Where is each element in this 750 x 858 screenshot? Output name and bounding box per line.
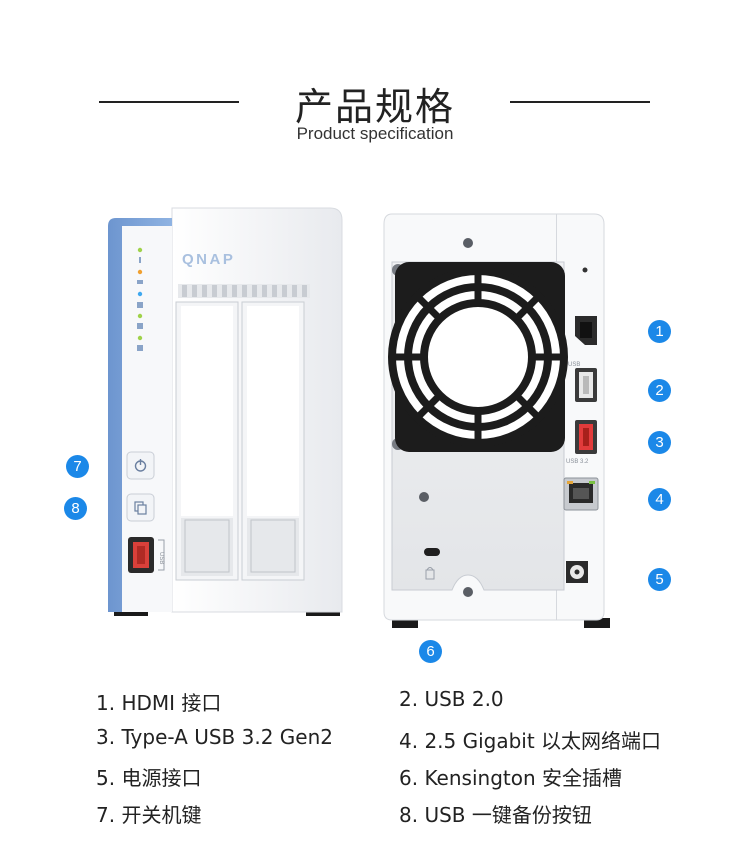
nas-illustration: QNAP USB — [108, 207, 610, 628]
badge-7-power-button: 7 — [66, 455, 89, 478]
badge-4-ethernet: 4 — [648, 488, 671, 511]
rear-usb-label: USB — [568, 362, 580, 368]
spec-item-4: 4. 2.5 Gigabit 以太网络端口 — [399, 729, 662, 753]
badge-3-usb32: 3 — [648, 431, 671, 454]
page-title: 产品规格 — [294, 85, 455, 129]
badge-1-hdmi: 1 — [648, 320, 671, 343]
rear-usb32-label: USB 3.2 — [566, 459, 589, 465]
page-subtitle: Product specification — [296, 124, 454, 143]
front-usb-label: USB — [158, 552, 164, 564]
spec-item-2: 2. USB 2.0 — [399, 687, 504, 711]
spec-item-5: 5. 电源接口 — [96, 766, 202, 790]
nas-rear-view — [383, 213, 610, 628]
badge-6-kensington: 6 — [419, 640, 442, 663]
title-rule-right — [510, 101, 650, 103]
title-rule-left — [99, 101, 239, 103]
brand-logo: QNAP — [182, 251, 235, 268]
spec-item-8: 8. USB 一键备份按钮 — [399, 803, 592, 827]
nas-front-view — [108, 207, 343, 616]
spec-item-3: 3. Type-A USB 3.2 Gen2 — [96, 725, 333, 749]
badge-8-backup-button: 8 — [64, 497, 87, 520]
spec-item-6: 6. Kensington 安全插槽 — [399, 766, 622, 790]
badge-5-power: 5 — [648, 568, 671, 591]
badge-2-usb20: 2 — [648, 379, 671, 402]
spec-item-7: 7. 开关机键 — [96, 803, 202, 827]
spec-item-1: 1. HDMI 接口 — [96, 691, 222, 715]
